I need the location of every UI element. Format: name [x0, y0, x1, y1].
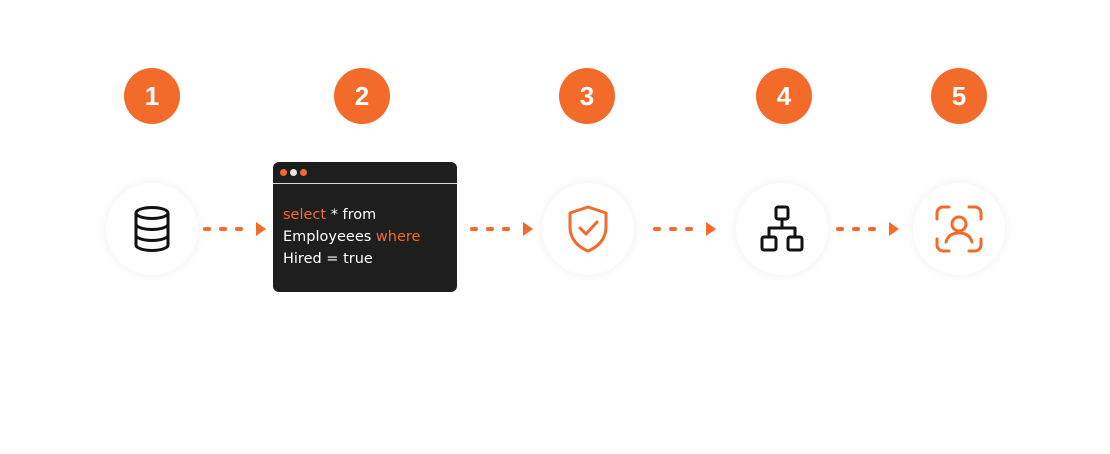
database-icon — [134, 206, 170, 252]
window-dot-icon — [280, 169, 287, 176]
step-5-icon-circle — [913, 183, 1005, 275]
sql-keyword: where — [375, 229, 421, 245]
hierarchy-icon — [760, 205, 804, 252]
flow-arrow-4 — [836, 221, 900, 237]
flow-arrow-1 — [203, 221, 267, 237]
step-number-4: 4 — [756, 68, 812, 124]
flow-arrow-3 — [653, 221, 717, 237]
face-scan-icon — [935, 205, 983, 253]
step-number-2: 2 — [334, 68, 390, 124]
code-line-3: Hired = true — [283, 248, 447, 270]
step-number-5: 5 — [931, 68, 987, 124]
step-number-1: 1 — [124, 68, 180, 124]
window-dot-icon — [300, 169, 307, 176]
step-4-icon-circle — [736, 183, 828, 275]
step-number-3: 3 — [559, 68, 615, 124]
sql-text: Hired = true — [283, 251, 373, 267]
sql-text: Employeees — [283, 229, 376, 245]
sql-text: * from — [326, 207, 377, 223]
sql-code: select * from Employeees where Hired = t… — [273, 184, 457, 270]
sql-keyword: select — [283, 207, 327, 223]
shield-check-icon — [568, 205, 608, 253]
code-window-titlebar — [273, 162, 457, 184]
sql-code-window: select * from Employeees where Hired = t… — [273, 162, 457, 292]
code-line-1: select * from — [283, 204, 447, 226]
step-1-icon-circle — [106, 183, 198, 275]
code-line-2: Employeees where — [283, 226, 447, 248]
flow-arrow-2 — [470, 221, 534, 237]
window-dot-icon — [290, 169, 297, 176]
step-3-icon-circle — [542, 183, 634, 275]
